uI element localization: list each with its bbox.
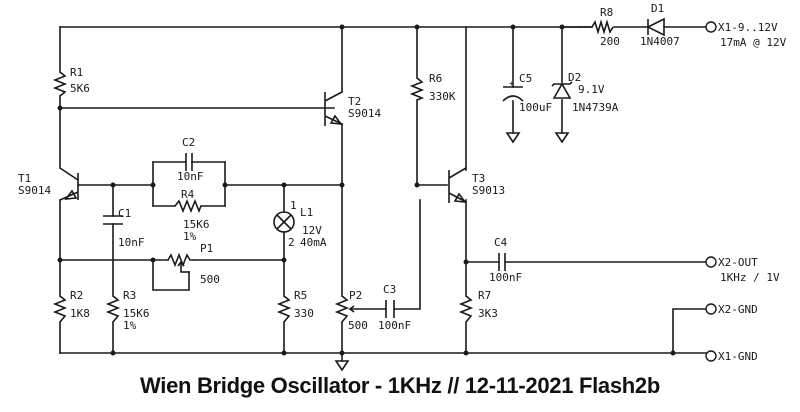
t3-ref: T3: [472, 172, 485, 185]
r3-ref: R3: [123, 289, 136, 302]
resistor-r2: R2 1K8: [52, 289, 90, 323]
c1-ref: C1: [118, 207, 131, 220]
capacitor-c5: + C5 100uF: [502, 72, 552, 114]
resistor-r6: R6 330K: [409, 72, 456, 103]
p1-ref: P1: [200, 242, 213, 255]
x1-gnd-label: X1-GND: [718, 350, 758, 363]
ground-symbols: [334, 132, 570, 372]
t1-ref: T1: [18, 172, 31, 185]
resistor-r3: R3 15K6 1%: [105, 289, 150, 332]
t2-value: S9014: [348, 107, 381, 120]
zener-diode-d2: D2 9.1V 1N4739A: [551, 71, 619, 114]
terminal-x1-supply[interactable]: X1-9..12V 17mA @ 12V: [705, 21, 787, 49]
c1-value: 10nF: [118, 236, 145, 249]
x2-gnd-label: X2-GND: [718, 303, 758, 316]
t3-value: S9013: [472, 184, 505, 197]
c5-ref: C5: [519, 72, 532, 85]
p2-value: 500: [348, 319, 368, 332]
transistor-t1: T1 S9014: [18, 167, 79, 201]
l1-pin2: 2: [288, 236, 295, 249]
junctions: [57, 24, 676, 356]
r5-ref: R5: [294, 289, 307, 302]
wires: [59, 26, 707, 362]
l1-pin1: 1: [290, 199, 297, 212]
r2-ref: R2: [70, 289, 83, 302]
r1-value: 5K6: [70, 82, 90, 95]
r4-tolerance: 1%: [183, 230, 197, 243]
t1-value: S9014: [18, 184, 51, 197]
d2-ref: D2: [568, 71, 581, 84]
r3-tolerance: 1%: [123, 319, 137, 332]
schematic-title: Wien Bridge Oscillator - 1KHz // 12-11-2…: [139, 373, 661, 398]
r1-ref: R1: [70, 66, 83, 79]
ground-icon: [554, 132, 570, 144]
t2-ref: T2: [348, 95, 361, 108]
potentiometer-p2: P2 500: [334, 289, 368, 332]
resistor-r1: R1 5K6: [52, 66, 90, 97]
r6-value: 330K: [429, 90, 456, 103]
diode-d1: D1 1N4007: [640, 2, 680, 48]
r8-value: 200: [600, 35, 620, 48]
d2-value: 1N4739A: [572, 101, 619, 114]
c2-ref: C2: [182, 136, 195, 149]
r6-ref: R6: [429, 72, 442, 85]
d2-voltage: 9.1V: [578, 83, 605, 96]
r2-value: 1K8: [70, 307, 90, 320]
resistor-r8: R8 200: [591, 6, 620, 48]
r4-value: 15K6: [183, 218, 210, 231]
potentiometer-p1: P1 500: [167, 242, 220, 286]
resistor-r4: R4 15K6 1%: [174, 188, 210, 243]
l1-current: 40mA: [300, 236, 327, 249]
p1-value: 500: [200, 273, 220, 286]
capacitor-c4: C4 100nF: [489, 236, 522, 284]
c4-value: 100nF: [489, 271, 522, 284]
capacitor-c1: C1 10nF: [103, 207, 145, 249]
r3-value: 15K6: [123, 307, 150, 320]
resistor-r7: R7 3K3: [458, 289, 498, 323]
x1-supply-label: X1-9..12V: [718, 21, 778, 34]
l1-ref: L1: [300, 206, 313, 219]
c4-ref: C4: [494, 236, 508, 249]
terminal-x1-gnd[interactable]: X1-GND: [705, 350, 758, 363]
lamp-l1: 1 L1 12V 2 40mA: [273, 199, 327, 249]
p2-ref: P2: [349, 289, 362, 302]
x2-out-note: 1KHz / 1V: [720, 271, 780, 284]
l1-voltage: 12V: [302, 224, 322, 237]
d1-ref: D1: [651, 2, 664, 15]
c3-value: 100nF: [378, 319, 411, 332]
r7-value: 3K3: [478, 307, 498, 320]
capacitor-c2: C2 10nF: [177, 136, 204, 183]
transistor-t2: T2 S9014: [324, 91, 381, 126]
x2-out-label: X2-OUT: [718, 256, 758, 269]
transistor-t3: T3 S9013: [448, 167, 505, 203]
c5-value: 100uF: [519, 101, 552, 114]
terminal-x2-gnd[interactable]: X2-GND: [705, 303, 758, 316]
r4-ref: R4: [181, 188, 195, 201]
c3-ref: C3: [383, 283, 396, 296]
r8-ref: R8: [600, 6, 613, 19]
ground-icon: [505, 132, 521, 144]
resistor-r5: R5 330: [276, 289, 314, 323]
ground-icon: [334, 360, 350, 372]
svg-text:+: +: [509, 79, 514, 88]
capacitor-c3: C3 100nF: [378, 283, 411, 332]
terminal-x2-out[interactable]: X2-OUT 1KHz / 1V: [705, 256, 780, 284]
c2-value: 10nF: [177, 170, 204, 183]
r5-value: 330: [294, 307, 314, 320]
r7-ref: R7: [478, 289, 491, 302]
d1-value: 1N4007: [640, 35, 680, 48]
x1-supply-note: 17mA @ 12V: [720, 36, 787, 49]
